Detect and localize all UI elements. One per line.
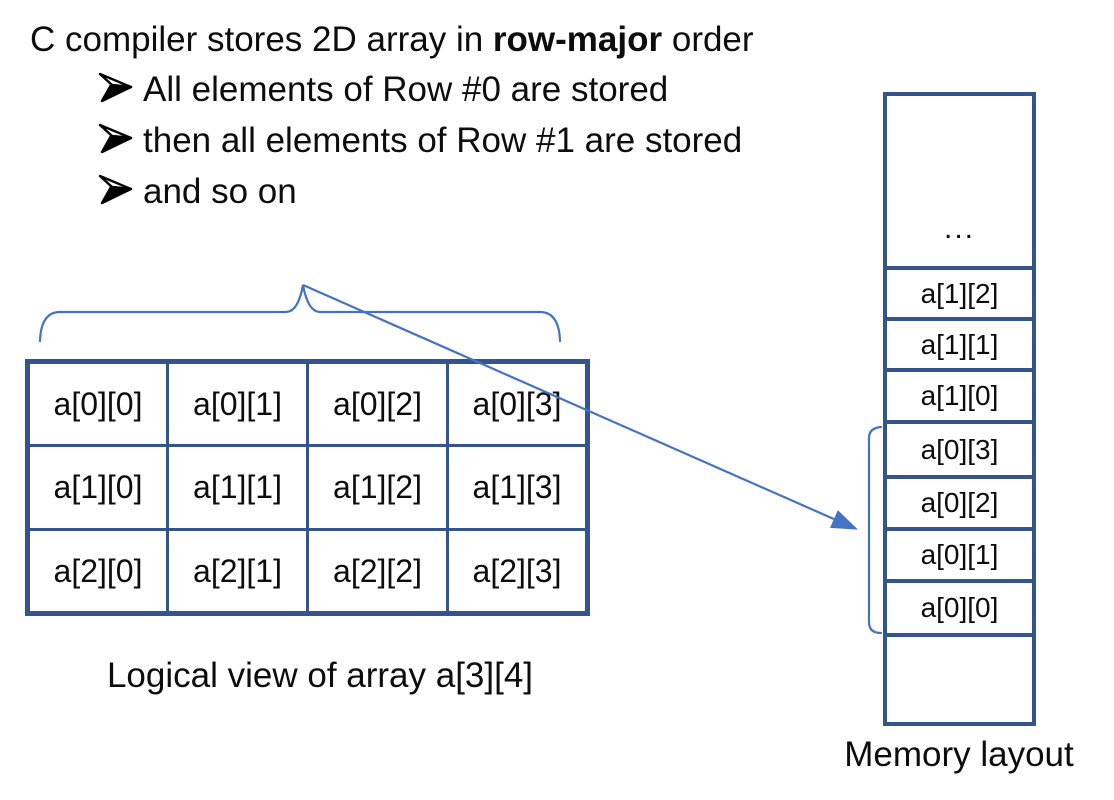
three-d-arrowhead-icon [98,72,133,103]
memory-cell: a[0][0] [887,583,1032,637]
cell-a11: a[1][1] [166,444,309,531]
bullet-text: then all elements of Row #1 are stored [143,121,743,160]
row0-brace [38,284,562,343]
row0-memory-bracket [867,425,883,635]
memory-cell: a[0][2] [887,479,1032,531]
memory-layout-caption: Memory layout [844,735,1074,774]
memory-cell-top: ... [887,96,1032,270]
cell-a10: a[1][0] [26,444,169,531]
table-row: a[1][0] a[1][1] a[1][2] a[1][3] [26,444,589,531]
memory-cell: a[1][0] [887,372,1032,424]
memory-layout-column: ... a[1][2] a[1][1] a[1][0] a[0][3] a[0]… [883,92,1036,726]
title-pre: C compiler stores 2D array in [30,20,493,59]
memory-cell: a[0][3] [887,424,1032,479]
three-d-arrowhead-icon [98,174,133,205]
logical-view-caption: Logical view of array a[3][4] [106,656,534,695]
cell-a03: a[0][3] [446,360,589,447]
memory-cell-bottom [887,637,1032,722]
title-post: order [662,20,754,59]
cell-a00: a[0][0] [26,360,169,447]
table-row: a[0][0] a[0][1] a[0][2] a[0][3] [26,360,589,447]
cell-a13: a[1][3] [446,444,589,531]
memory-ellipsis: ... [943,212,975,245]
bullet-text: All elements of Row #0 are stored [143,70,669,109]
cell-a12: a[1][2] [306,444,449,531]
memory-cell: a[1][1] [887,321,1032,372]
cell-a23: a[2][3] [446,528,589,615]
bullet-text: and so on [143,172,297,211]
cell-a20: a[2][0] [26,528,169,615]
cell-a01: a[0][1] [166,360,309,447]
memory-cell: a[0][1] [887,531,1032,583]
memory-cell: a[1][2] [887,270,1032,321]
bullet-item: and so on [97,172,742,223]
page-title: C compiler stores 2D array in row-major … [30,18,754,62]
title-bold-row-major: row-major [492,20,663,59]
logical-array-table: a[0][0] a[0][1] a[0][2] a[0][3] a[1][0] … [25,359,590,616]
bullet-item: All elements of Row #0 are stored [97,70,742,121]
cell-a02: a[0][2] [306,360,449,447]
three-d-arrowhead-icon [98,123,133,154]
bullet-item: then all elements of Row #1 are stored [97,121,742,172]
cell-a22: a[2][2] [306,528,449,615]
bullet-list: All elements of Row #0 are stored then a… [97,70,742,223]
cell-a21: a[2][1] [166,528,309,615]
table-row: a[2][0] a[2][1] a[2][2] a[2][3] [26,528,589,615]
